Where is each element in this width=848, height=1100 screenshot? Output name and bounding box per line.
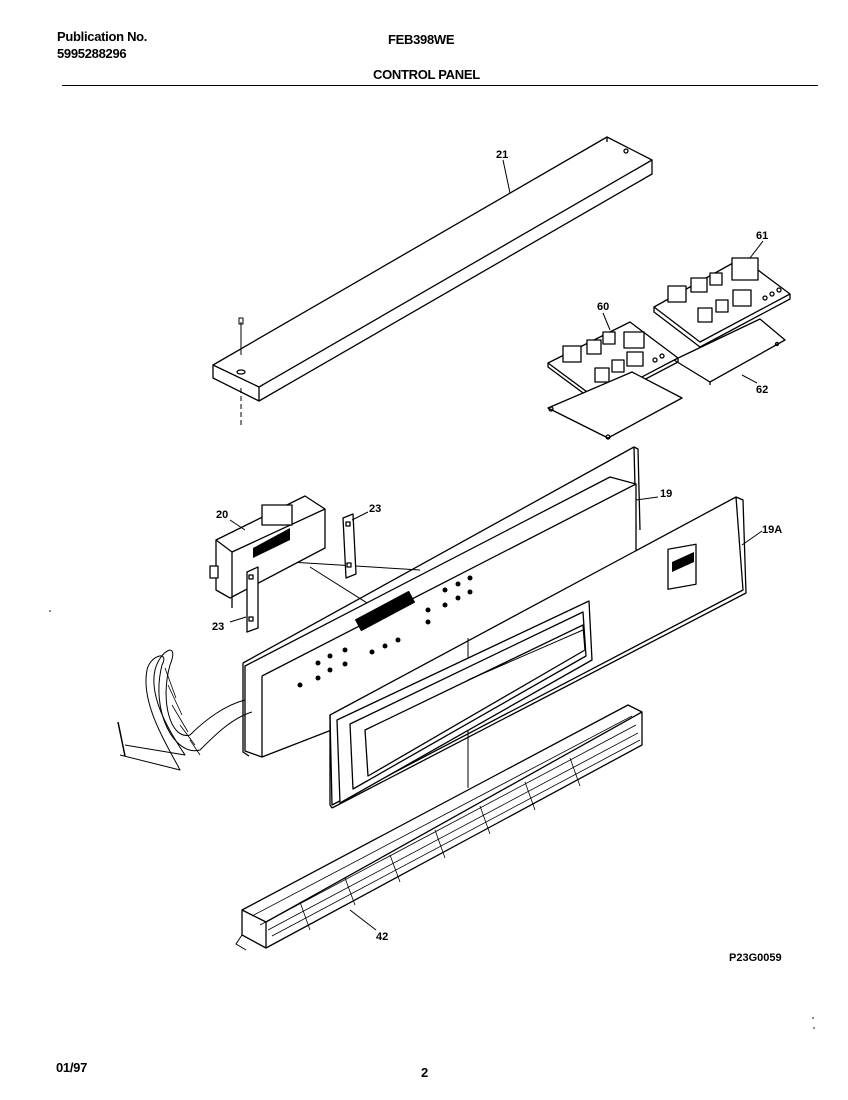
relay-board-upper xyxy=(653,257,791,348)
callout-42: 42 xyxy=(376,931,388,943)
trim-bar-part xyxy=(212,136,653,425)
vent-grille xyxy=(235,704,643,951)
bracket-right xyxy=(342,513,357,579)
footer-date: 01/97 xyxy=(56,1060,88,1075)
window-trim xyxy=(336,600,593,804)
mounting-plate-62 xyxy=(673,318,786,385)
figure-code: P23G0059 xyxy=(729,952,782,964)
mounting-plate-60 xyxy=(547,371,683,440)
callout-23-upper: 23 xyxy=(369,503,381,515)
publication-number: 5995288296 xyxy=(57,46,127,61)
clock-module xyxy=(209,495,326,608)
bracket-left xyxy=(246,566,259,633)
leader-lines xyxy=(229,159,764,931)
ribbon-cable xyxy=(117,649,253,771)
header-rule xyxy=(62,85,818,86)
callout-20: 20 xyxy=(216,509,228,521)
publication-label: Publication No. xyxy=(57,29,148,44)
callout-23-lower: 23 xyxy=(212,621,224,633)
page-number: 2 xyxy=(421,1065,428,1080)
callout-60: 60 xyxy=(597,301,609,313)
callout-19a: 19A xyxy=(762,524,782,536)
scan-specks xyxy=(49,610,815,1029)
section-title: CONTROL PANEL xyxy=(373,67,480,82)
callout-62: 62 xyxy=(756,384,768,396)
callout-21: 21 xyxy=(496,149,508,161)
callout-19: 19 xyxy=(660,488,672,500)
keypad-panel xyxy=(244,476,637,758)
relay-board-lower xyxy=(547,321,679,405)
model-number: FEB398WE xyxy=(388,32,455,47)
callout-61: 61 xyxy=(756,230,768,242)
